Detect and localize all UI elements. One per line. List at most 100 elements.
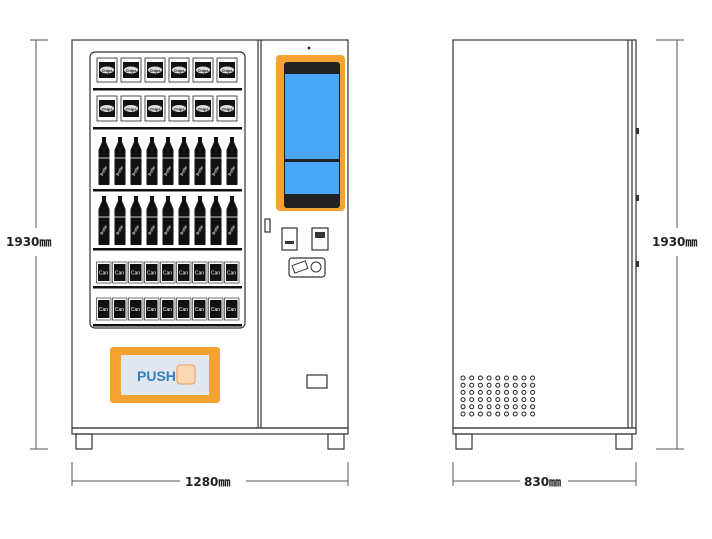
vent-hole: [469, 397, 475, 403]
item-label: Chips: [197, 107, 209, 112]
vent-hole: [460, 411, 466, 417]
chips-item: Chips: [216, 57, 238, 83]
product-window: [89, 51, 246, 329]
side-height-dimension: 1930㎜: [652, 39, 697, 450]
key-slot: [264, 218, 271, 233]
coin-icon: [310, 261, 322, 273]
vent-hole: [477, 404, 483, 410]
vent-hole: [477, 389, 483, 395]
item-label: Can: [195, 307, 204, 313]
chips-item: Chips: [96, 57, 118, 83]
item-label: Bottle: [227, 164, 237, 176]
bottle-item: Bottle: [98, 196, 110, 245]
front-foot-right: [327, 433, 345, 450]
vent-hole: [530, 375, 536, 381]
side-width-label: 830㎜: [524, 475, 561, 489]
vent-hole: [486, 397, 492, 403]
bottle-item: Bottle: [146, 196, 158, 245]
chips-item: Chips: [192, 57, 214, 83]
item-label: Bottle: [131, 223, 141, 235]
chips-item: Chips: [192, 95, 214, 122]
vent-hole: [521, 375, 527, 381]
front-width-label: 1280㎜: [185, 475, 230, 489]
bottle-item: Bottle: [194, 137, 206, 185]
bottle-item: Bottle: [162, 137, 174, 185]
bottle-item: Bottle: [162, 196, 174, 245]
bottle-item: Bottle: [226, 196, 238, 245]
front-foot-left: [75, 433, 93, 450]
vent-hole: [477, 375, 483, 381]
vent-hole: [504, 382, 509, 388]
bottle-item: Bottle: [114, 196, 126, 245]
vent-hole: [495, 411, 501, 417]
vent-hole: [486, 389, 492, 395]
vent-hole: [512, 389, 518, 395]
item-label: Bottle: [115, 164, 125, 176]
item-label: Bottle: [195, 164, 205, 176]
item-label: Can: [227, 307, 236, 313]
vent-hole: [477, 411, 483, 417]
can-item: Can: [96, 261, 112, 284]
item-label: Can: [195, 271, 204, 277]
item-label: Bottle: [179, 164, 189, 176]
chips-item: Chips: [144, 95, 166, 122]
vent-hole: [504, 404, 509, 410]
side-foot-left: [455, 433, 473, 450]
item-label: Chips: [125, 68, 137, 73]
can-item: Can: [128, 261, 144, 284]
touch-screen[interactable]: [285, 74, 339, 159]
vent-hole: [469, 389, 475, 395]
receipt-printer: [311, 227, 329, 251]
shelf: [93, 88, 242, 91]
bottle-item: Bottle: [146, 137, 158, 185]
bottle-item: Bottle: [194, 196, 206, 245]
item-label: Can: [99, 307, 108, 313]
camera-icon: [307, 46, 311, 50]
item-label: Can: [227, 271, 236, 277]
chips-item: Chips: [120, 57, 142, 83]
item-label: Can: [179, 307, 188, 313]
item-label: Can: [131, 307, 140, 313]
item-label: Chips: [221, 68, 233, 73]
bottle-item: Bottle: [130, 196, 142, 245]
item-label: Can: [211, 271, 220, 277]
bill-icon: [291, 260, 309, 274]
can-item: Can: [160, 261, 176, 284]
vent-hole: [495, 397, 501, 403]
can-item: Can: [176, 261, 192, 284]
vent-hole: [469, 382, 475, 388]
can-item: Can: [208, 297, 224, 321]
ventilation-grille: [460, 375, 536, 417]
can-item: Can: [208, 261, 224, 284]
vent-hole: [504, 375, 509, 381]
can-item: Can: [160, 297, 176, 321]
front-height-dimension: 1930㎜: [6, 39, 51, 450]
item-label: Bottle: [211, 164, 221, 176]
bill-coin-acceptor[interactable]: [288, 257, 326, 278]
vent-hole: [521, 389, 527, 395]
vent-hole: [504, 389, 509, 395]
card-reader[interactable]: [281, 227, 298, 251]
item-label: Bottle: [147, 164, 157, 176]
can-item: Can: [224, 261, 240, 284]
item-label: Can: [211, 307, 220, 313]
vent-hole: [469, 375, 475, 381]
vent-hole: [495, 375, 501, 381]
side-view: [452, 39, 639, 450]
item-label: Bottle: [147, 223, 157, 235]
vent-hole: [504, 411, 509, 417]
push-icon: [176, 364, 196, 385]
can-item: Can: [144, 297, 160, 321]
vent-hole: [486, 411, 492, 417]
vent-hole: [512, 397, 518, 403]
coin-return[interactable]: [306, 374, 328, 389]
item-label: Bottle: [163, 223, 173, 235]
item-label: Bottle: [99, 223, 109, 235]
item-label: Can: [147, 271, 156, 277]
bottle-item: Bottle: [130, 137, 142, 185]
vent-hole: [512, 382, 518, 388]
item-label: Chips: [149, 107, 161, 112]
bottle-item: Bottle: [114, 137, 126, 185]
